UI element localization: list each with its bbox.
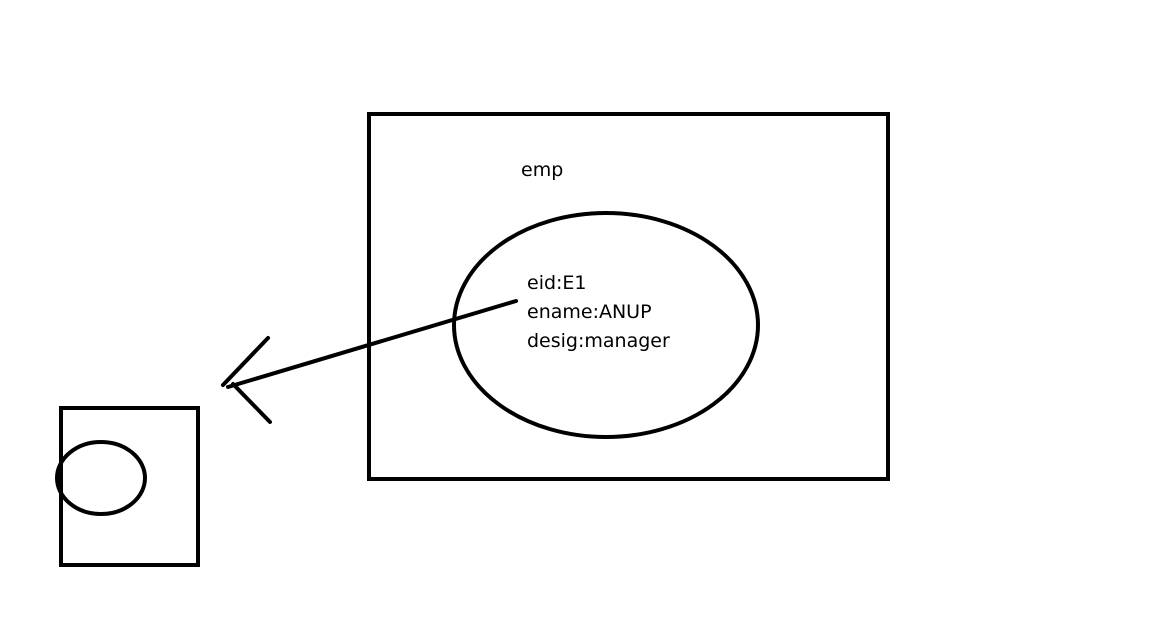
attribute-desig: desig:manager (527, 330, 670, 352)
object-ellipse (452, 211, 760, 439)
attribute-ename: ename:ANUP (527, 301, 652, 323)
attribute-eid: eid:E1 (527, 272, 587, 294)
emp-box (367, 112, 890, 481)
reference-arrowhead-lower (231, 382, 272, 424)
reference-box (59, 406, 200, 567)
reference-arrow-shaft (226, 299, 518, 389)
emp-box-title: emp (521, 159, 563, 181)
reference-circle (55, 440, 147, 516)
reference-arrowhead-upper (221, 336, 270, 387)
